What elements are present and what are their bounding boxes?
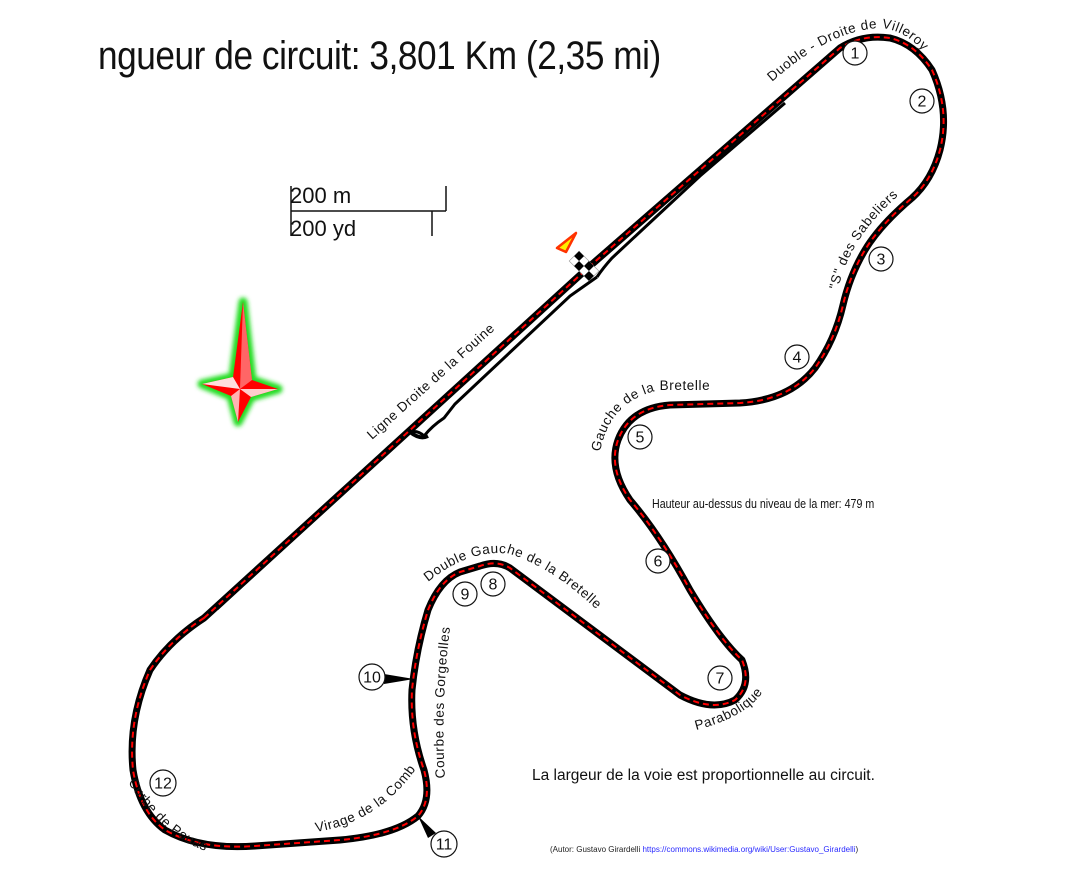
turn-marker: 7 [707, 665, 733, 691]
author-credit: (Autor: Gustavo Girardelli https://commo… [550, 845, 858, 854]
compass-rose-icon [197, 297, 283, 427]
turn-marker: 10 [358, 663, 386, 691]
race-track [128, 33, 948, 851]
elevation-note: Hauteur au-dessus du niveau de la mer: 4… [652, 496, 875, 511]
turn-marker: 11 [430, 830, 458, 858]
turn-marker: 8 [480, 571, 506, 597]
turn-marker: 3 [868, 246, 894, 272]
turn-marker: 6 [645, 548, 671, 574]
turn-marker: 4 [784, 344, 810, 370]
checkered-flag-icon [568, 250, 600, 282]
direction-arrow-icon [555, 231, 578, 254]
turn-11-pointer [418, 816, 436, 838]
svg-text:3: 3 [877, 252, 886, 269]
turn-marker: 2 [909, 88, 935, 114]
svg-text:4: 4 [793, 350, 802, 367]
turn-marker: 5 [627, 424, 653, 450]
turn-10-pointer [384, 674, 414, 684]
track-outline [128, 33, 948, 851]
svg-text:11: 11 [436, 837, 453, 854]
corner-label-sabeliers: "S" des Sabeliers [826, 186, 900, 290]
turn-marker: 12 [149, 769, 177, 797]
turn-marker: 9 [452, 581, 478, 607]
corner-label-combe: Virage de la Combe [0, 0, 419, 835]
svg-text:2: 2 [918, 94, 927, 111]
corner-label-parabolique: Parabolique [693, 684, 765, 732]
svg-text:6: 6 [654, 554, 663, 571]
svg-text:8: 8 [489, 577, 498, 594]
credit-suffix: ) [855, 845, 859, 854]
credit-prefix: (Autor: Gustavo Girardelli [550, 845, 643, 854]
svg-text:1: 1 [851, 46, 860, 63]
turn-marker: 1 [842, 40, 868, 66]
corner-label-gorgeolles: Courbe des Gorgeolles [432, 626, 454, 779]
svg-text:5: 5 [636, 430, 645, 447]
svg-text:10: 10 [363, 670, 381, 687]
author-link[interactable]: https://commons.wikimedia.org/wiki/User:… [642, 845, 856, 854]
scale-imperial-label: 200 yd [290, 216, 356, 241]
scale-metric-label: 200 m [290, 183, 351, 208]
circuit-length-title: ngueur de circuit: 3,801 Km (2,35 mi) [98, 34, 661, 78]
svg-text:12: 12 [154, 776, 172, 793]
svg-text:7: 7 [716, 671, 725, 688]
svg-text:9: 9 [461, 587, 470, 604]
track-width-note: La largeur de la voie est proportionnell… [532, 767, 875, 784]
scale-bar: 200 m 200 yd [290, 183, 447, 241]
track-center-dash [131, 36, 945, 848]
